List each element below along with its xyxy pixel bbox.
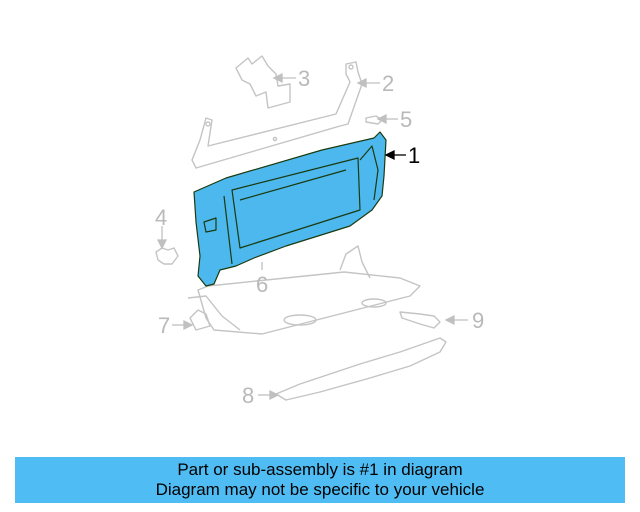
callout-2[interactable]: 2 bbox=[382, 71, 394, 96]
part-5-shape bbox=[365, 115, 383, 125]
part-3-shape bbox=[235, 55, 291, 109]
notice-line-1: Part or sub-assembly is #1 in diagram bbox=[177, 460, 463, 479]
part-8-shape bbox=[275, 337, 447, 401]
part-7-shape bbox=[189, 309, 211, 331]
callout-8[interactable]: 8 bbox=[242, 383, 254, 408]
part-4-shape bbox=[155, 247, 179, 265]
callout-6[interactable]: 6 bbox=[256, 272, 268, 297]
parts-diagram: 1 2 3 4 5 6 7 8 9 bbox=[155, 55, 484, 408]
callout-9[interactable]: 9 bbox=[472, 308, 484, 333]
callout-3[interactable]: 3 bbox=[298, 66, 310, 91]
part-1-shape bbox=[193, 131, 387, 287]
callout-7[interactable]: 7 bbox=[158, 313, 170, 338]
callout-4[interactable]: 4 bbox=[155, 205, 167, 230]
callout-5[interactable]: 5 bbox=[400, 107, 412, 132]
part-9-shape bbox=[399, 311, 441, 329]
callout-1[interactable]: 1 bbox=[408, 143, 420, 168]
notice-line-2: Diagram may not be specific to your vehi… bbox=[155, 480, 485, 499]
part-2-shape bbox=[191, 61, 363, 169]
diagram-notice-banner: Part or sub-assembly is #1 in diagram Di… bbox=[15, 457, 625, 503]
